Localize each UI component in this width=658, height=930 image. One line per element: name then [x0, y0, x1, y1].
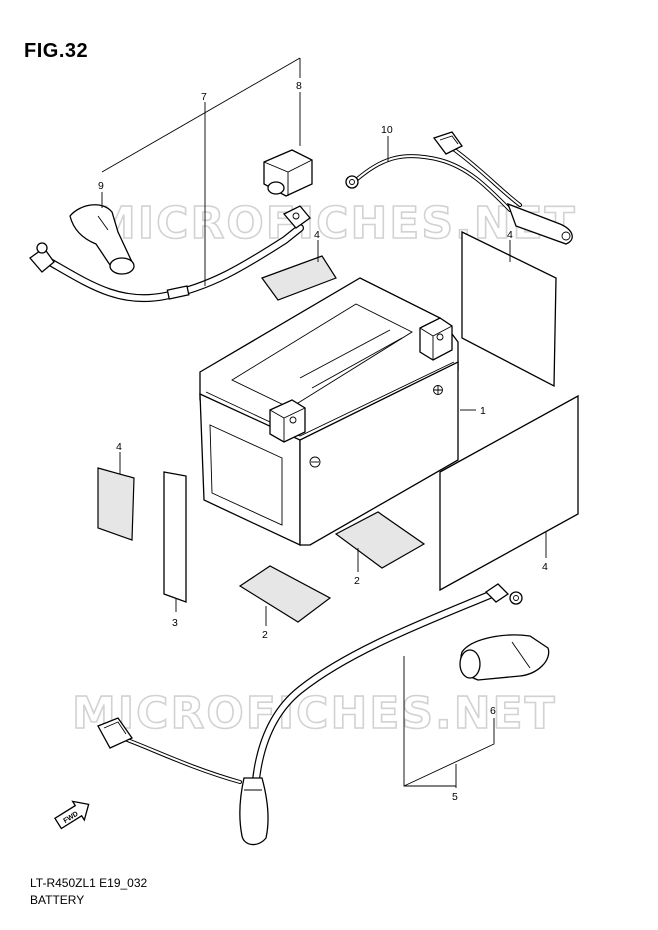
callout-8: 8 [296, 80, 302, 92]
cable-part-10[interactable] [345, 131, 573, 245]
pad-part-4-left[interactable] [97, 467, 135, 541]
callout-3: 3 [172, 617, 178, 629]
sheet-part-4-lower-right[interactable] [439, 394, 579, 592]
watermark-bottom: MICROFICHES.NET [72, 688, 557, 739]
terminal-cap-part-8[interactable] [263, 149, 313, 197]
model-code: LT-R450ZL1 E19_032 [30, 876, 148, 890]
cover-part-6[interactable] [459, 634, 550, 681]
terminal-cover-part-9[interactable] [69, 204, 135, 275]
pad-part-2-right[interactable] [334, 511, 426, 569]
callout-4-left: 4 [116, 441, 122, 453]
callout-2-right: 2 [354, 575, 360, 587]
callout-2-left: 2 [262, 629, 268, 641]
leader-lines [101, 57, 547, 788]
callout-4-upper-right: 4 [507, 229, 513, 241]
callout-7: 7 [201, 91, 207, 103]
battery-part-1[interactable] [199, 277, 459, 547]
cable-part-7[interactable] [29, 205, 311, 303]
fwd-arrow-icon: FWD [54, 800, 90, 830]
figure-title: FIG.32 [24, 40, 89, 62]
callout-9: 9 [98, 180, 104, 192]
pad-part-4-top[interactable] [261, 255, 337, 301]
callout-10: 10 [381, 124, 393, 136]
watermark-top: MICROFICHES.NET [92, 198, 577, 249]
cable-part-5[interactable] [97, 583, 523, 846]
pad-part-2-left[interactable] [238, 565, 332, 623]
strip-part-3[interactable] [163, 471, 187, 603]
callout-4-lower-right: 4 [542, 561, 548, 573]
sheet-part-4-upper-right[interactable] [461, 230, 557, 388]
callout-5: 5 [452, 791, 458, 803]
callout-6: 6 [490, 705, 496, 717]
page-caption: BATTERY [30, 893, 85, 907]
callout-1: 1 [480, 405, 486, 417]
callout-4-top: 4 [314, 229, 320, 241]
